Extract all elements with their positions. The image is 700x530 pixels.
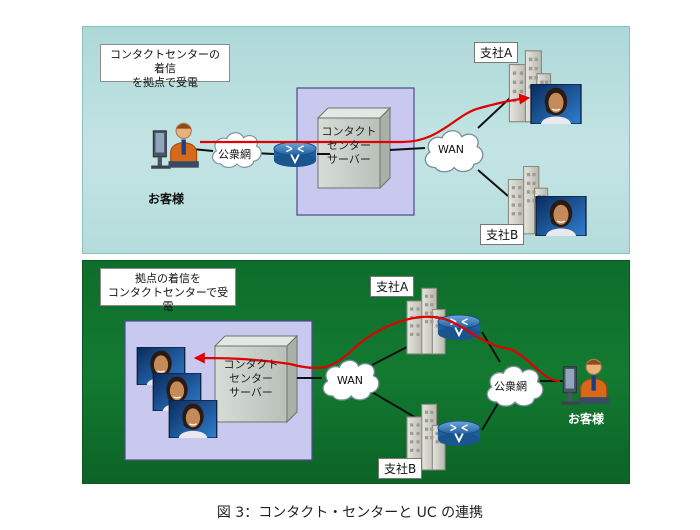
public-network-label-bottom: 公衆網 [494,380,527,393]
server-top-line1: コンタクト [321,125,377,138]
server-bottom-line1: コンタクト [223,358,279,371]
note-top: コンタクトセンターの着信 を拠点で受電 [100,44,230,89]
customer-icon-top [150,122,200,170]
note-top-line1: コンタクトセンターの着信 [110,48,220,75]
public-network-label-top: 公衆網 [218,148,251,161]
server-label-top: コンタクト センター サーバー [318,125,380,167]
customer-label-top: お客様 [148,192,185,206]
branch-a-label-bottom: 支社A [370,276,415,297]
branch-b-label-bottom: 支社B [378,458,423,479]
call-path-top [200,93,531,144]
router-top [272,141,318,168]
note-bottom: 拠点の着信を コンタクトセンターで受電 [100,268,236,313]
branch-a-label-top: 支社A [474,42,519,63]
router-branch-b-bottom [436,420,482,447]
agent-icon-3-bottom [168,400,218,438]
note-top-line2: を拠点で受電 [132,76,198,89]
line-router-a-cloud-bottom [481,331,501,363]
wan-label-bottom: WAN [337,374,364,387]
server-top-line3: サーバー [327,153,371,166]
wan-label-top: WAN [438,143,465,156]
note-bottom-line1: 拠点の着信を [135,272,201,285]
server-bottom-line2: センター [229,372,273,385]
server-top-line2: センター [327,139,371,152]
line-server-wan-top [389,147,426,151]
customer-icon-bottom [560,358,610,406]
customer-label-bottom: お客様 [568,412,605,426]
agent-icon-branch-a-top [530,84,582,124]
agent-icon-branch-b-top [535,196,587,236]
call-path-bottom [193,315,561,383]
server-bottom-line3: サーバー [229,386,273,399]
server-label-bottom: コンタクト センター サーバー [215,358,287,400]
line-router-b-cloud-bottom [481,399,501,431]
branch-b-label-top: 支社B [480,224,525,245]
line-wan-branch-b-top [477,169,509,197]
figure-caption: 図 3：コンタクト・センターと UC の連携 [216,505,484,521]
note-bottom-line2: コンタクトセンターで受電 [107,286,229,313]
